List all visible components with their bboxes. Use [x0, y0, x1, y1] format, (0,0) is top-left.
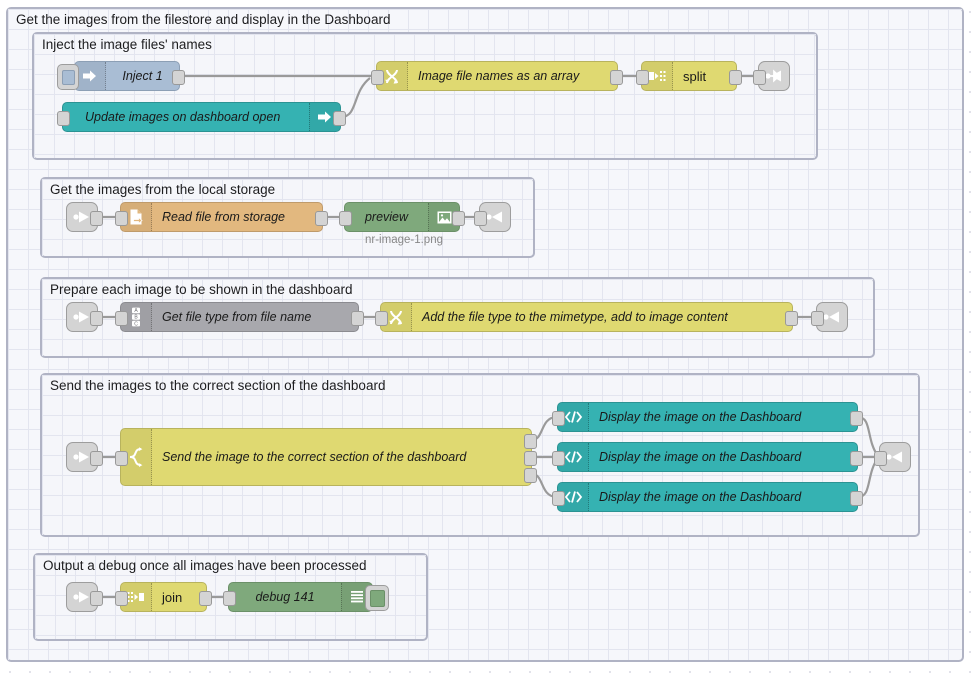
node-preview[interactable]: preview [339, 202, 465, 232]
node-split[interactable]: split [636, 61, 742, 91]
node-link-in-1-output-port[interactable] [90, 211, 103, 226]
node-link-in-3[interactable] [66, 442, 103, 472]
node-join-label: join [162, 589, 183, 605]
debug-toggle-indicator [369, 589, 385, 607]
node-get-file-type[interactable]: A B C Get file type from file name [115, 302, 364, 332]
node-split-input-port[interactable] [636, 70, 649, 85]
node-image-file-names-input-port[interactable] [371, 70, 384, 85]
group-inject-label: Inject the image files' names [42, 37, 212, 52]
node-link-out-4-input-port[interactable] [874, 451, 887, 466]
node-link-out-4[interactable] [874, 442, 911, 472]
node-read-file-input-port[interactable] [115, 211, 128, 226]
node-split-label: split [683, 68, 707, 84]
node-preview-input-port[interactable] [339, 211, 352, 226]
group-prepare-label: Prepare each image to be shown in the da… [50, 282, 353, 297]
node-preview-label: preview [364, 210, 409, 224]
node-read-file-label: Read file from storage [162, 210, 285, 224]
node-display-2-output-port[interactable] [850, 451, 863, 466]
node-display-2-label: Display the image on the Dashboard [599, 450, 802, 464]
node-send-image-input-port[interactable] [115, 451, 128, 466]
node-link-out-1[interactable] [753, 61, 790, 91]
group-storage-label: Get the images from the local storage [50, 182, 276, 197]
node-inject-output-port[interactable] [172, 70, 185, 85]
node-update-images[interactable]: Update images on dashboard open [57, 102, 346, 132]
node-link-in-2[interactable] [66, 302, 103, 332]
node-debug-141[interactable]: debug 141 [223, 582, 389, 612]
group-outer-label: Get the images from the filestore and di… [16, 12, 391, 27]
node-get-file-type-output-port[interactable] [351, 311, 364, 326]
node-display-3[interactable]: Display the image on the Dashboard [552, 482, 863, 512]
node-send-image-output-port-1[interactable] [524, 434, 537, 449]
node-send-image-output-port-3[interactable] [524, 468, 537, 483]
node-read-file-output-port[interactable] [315, 211, 328, 226]
node-link-in-2-output-port[interactable] [90, 311, 103, 326]
node-display-1-input-port[interactable] [552, 411, 565, 426]
node-display-3-input-port[interactable] [552, 491, 565, 506]
node-add-mimetype-output-port[interactable] [785, 311, 798, 326]
node-update-images-label: Update images on dashboard open [85, 110, 281, 124]
inject-trigger-button[interactable] [57, 64, 79, 90]
node-join-output-port[interactable] [199, 591, 212, 606]
group-inject[interactable]: Inject the image files' names [32, 32, 818, 160]
group-debug-label: Output a debug once all images have been… [43, 558, 367, 573]
node-link-out-3[interactable] [811, 302, 848, 332]
node-link-out-1-input-port[interactable] [753, 70, 766, 85]
node-join[interactable]: join [115, 582, 212, 612]
inject-trigger-indicator [61, 69, 75, 85]
node-link-in-4-output-port[interactable] [90, 591, 103, 606]
node-display-1-output-port[interactable] [850, 411, 863, 426]
node-display-2[interactable]: Display the image on the Dashboard [552, 442, 863, 472]
node-inject[interactable]: Inject 1 [57, 61, 185, 91]
node-link-in-4[interactable] [66, 582, 103, 612]
node-display-3-label: Display the image on the Dashboard [599, 490, 802, 504]
node-image-file-names-label: Image file names as an array [418, 69, 580, 83]
node-preview-output-port[interactable] [452, 211, 465, 226]
debug-toggle-button[interactable] [365, 585, 389, 611]
node-join-input-port[interactable] [115, 591, 128, 606]
node-inject-label: Inject 1 [122, 69, 163, 83]
node-link-in-1[interactable] [66, 202, 103, 232]
node-display-2-input-port[interactable] [552, 451, 565, 466]
svg-text:C: C [134, 321, 138, 327]
node-link-in-3-output-port[interactable] [90, 451, 103, 466]
node-send-image-label: Send the image to the correct section of… [162, 450, 467, 464]
node-split-output-port[interactable] [729, 70, 742, 85]
node-add-mimetype-label: Add the file type to the mimetype, add t… [422, 310, 728, 324]
group-grid [34, 34, 816, 158]
node-debug-141-input-port[interactable] [223, 591, 236, 606]
node-preview-sublabel: nr-image-1.png [365, 234, 443, 246]
node-send-image[interactable]: Send the image to the correct section of… [115, 428, 537, 486]
node-add-mimetype[interactable]: Add the file type to the mimetype, add t… [375, 302, 798, 332]
node-get-file-type-input-port[interactable] [115, 311, 128, 326]
group-send-label: Send the images to the correct section o… [50, 378, 386, 393]
node-read-file[interactable]: Read file from storage [115, 202, 328, 232]
node-image-file-names[interactable]: Image file names as an array [371, 61, 623, 91]
node-image-file-names-output-port[interactable] [610, 70, 623, 85]
node-link-out-2-input-port[interactable] [474, 211, 487, 226]
node-link-out-2[interactable] [474, 202, 511, 232]
node-update-images-output-port[interactable] [333, 111, 346, 126]
node-link-out-3-input-port[interactable] [811, 311, 824, 326]
node-add-mimetype-input-port[interactable] [375, 311, 388, 326]
node-update-images-input-port[interactable] [57, 111, 70, 126]
node-display-1[interactable]: Display the image on the Dashboard [552, 402, 863, 432]
node-debug-141-label: debug 141 [255, 590, 315, 604]
node-display-3-output-port[interactable] [850, 491, 863, 506]
inject-arrow-icon [75, 62, 106, 90]
node-display-1-label: Display the image on the Dashboard [599, 410, 802, 424]
node-send-image-output-port-2[interactable] [524, 451, 537, 466]
node-get-file-type-label: Get file type from file name [162, 310, 312, 324]
